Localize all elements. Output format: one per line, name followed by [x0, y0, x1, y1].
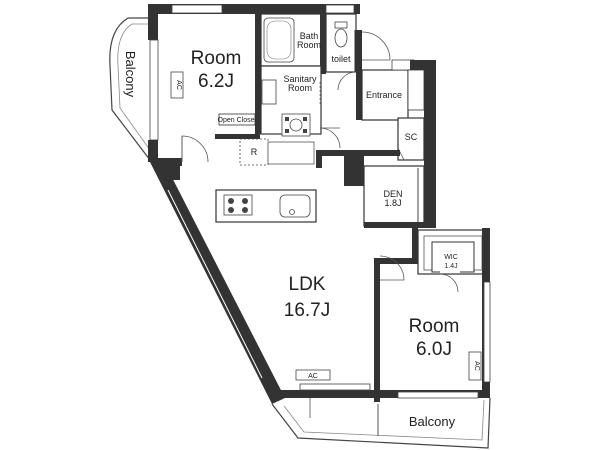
toilet-label: toilet [331, 54, 351, 64]
stove [223, 194, 253, 216]
bath-label-line2: Room [297, 40, 321, 50]
ac-label-ldk: AC [308, 373, 318, 380]
open-closet [218, 113, 256, 126]
den-size: 1.8J [384, 198, 401, 208]
balcony-left-railing [109, 17, 151, 161]
open-closet-label: Open Closet [218, 117, 257, 124]
fridge-label: R [251, 147, 258, 157]
sanitary-label-line1: Sanitary [283, 74, 317, 84]
wic-name: WIC [444, 254, 458, 261]
outer-wall-bottom [272, 390, 490, 398]
balcony-bottom-label: Balcony [409, 414, 456, 429]
outer-wall-left-diagonal [150, 158, 285, 404]
room-b-size: 6.0J [416, 339, 452, 360]
ac-unit-room-b [468, 351, 482, 381]
room-a-left-wall [148, 4, 158, 40]
wic-size: 1.4J [444, 263, 457, 270]
room-a-name: Room [191, 48, 242, 69]
toilet-bowl [334, 28, 348, 48]
sanitary-label-line2: Room [288, 83, 312, 93]
ac-label-room-a: AC [175, 80, 182, 90]
balcony-bottom-railing [271, 397, 491, 449]
entrance-area [361, 69, 409, 121]
balcony-left-label: Balcony [123, 51, 138, 98]
room-b-name: Room [409, 316, 460, 337]
ac-label-room-b: AC [473, 361, 480, 371]
sink [279, 194, 311, 218]
ldk-size: 16.7J [284, 300, 330, 321]
ac-unit-room-a [170, 71, 184, 99]
ldk-name: LDK [289, 274, 326, 295]
den-name: DEN [383, 189, 402, 199]
outer-wall-top [148, 4, 360, 14]
room-a-size: 6.2J [198, 71, 234, 92]
entrance-label: Entrance [366, 90, 402, 100]
bath-label-line1: Bath [300, 31, 319, 41]
sc-label: SC [405, 132, 418, 142]
outer-wall-right-upper [410, 60, 436, 70]
den-room [363, 165, 425, 227]
sc-closet [397, 117, 425, 161]
